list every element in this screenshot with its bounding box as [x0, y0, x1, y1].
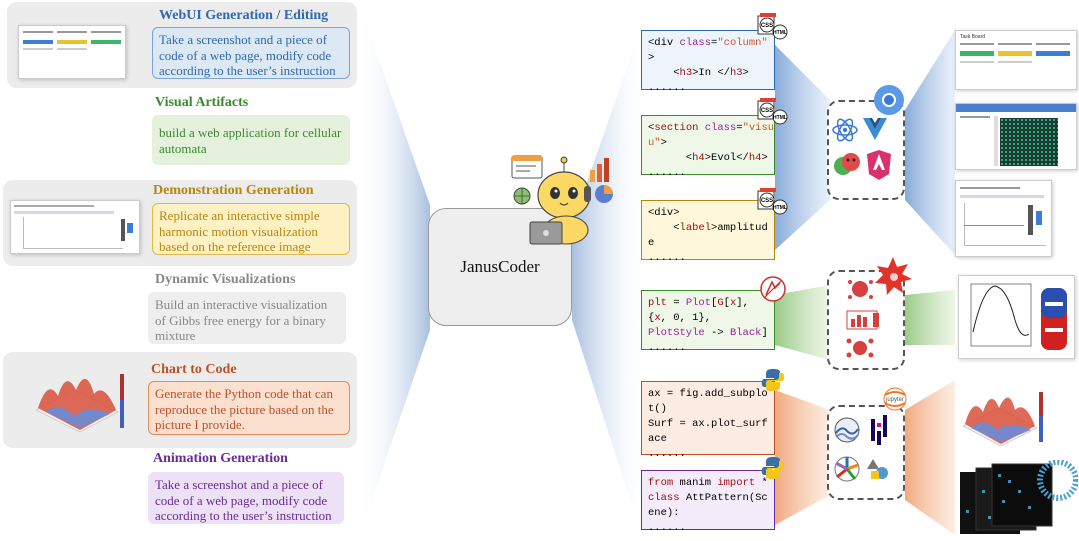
molecule-icon	[846, 338, 874, 358]
januscoder-label: JanusCoder	[460, 257, 540, 276]
react-icon	[832, 118, 858, 142]
wolfram-icon	[760, 276, 786, 302]
code-snippet-html-1: <div class="column" > <h3>In </h3> .....…	[641, 30, 775, 94]
shapes-icon	[867, 459, 888, 479]
html-css-icon: CSS HTML	[757, 13, 788, 40]
output-surface-plot-thumbnail	[957, 380, 1045, 452]
task-desc-visual-artifacts: build a web application for cellular aut…	[152, 115, 350, 165]
html-badge-text: HTML	[773, 205, 787, 211]
html-css-icon: CSS HTML	[757, 188, 788, 215]
task-title-demonstration: Demonstration Generation	[153, 183, 314, 198]
wolfram-star-icon	[875, 257, 912, 295]
task-title-webui: WebUI Generation / Editing	[159, 8, 329, 23]
html-badge-text: HTML	[773, 115, 787, 121]
code-snippet-python-2: from manim import * class AttPattern(Sc …	[641, 470, 775, 534]
chrome-icon	[874, 85, 904, 115]
output-harmonic-motion-thumbnail	[955, 180, 1052, 257]
code-snippet-html-2: <section class="visu u"> <h4>Evol</h4> .…	[641, 115, 775, 179]
jupyter-label: jupyter	[885, 397, 904, 403]
wolfram-icons	[846, 257, 912, 358]
pandas-icon	[871, 415, 887, 445]
demo-thumbnail	[10, 200, 140, 254]
task-desc-dynamic: Build an interactive visualization of Gi…	[148, 292, 346, 344]
web-frameworks-icons	[832, 85, 904, 180]
jupyter-icon: jupyter	[883, 387, 907, 411]
task-desc-webui: Take a screenshot and a piece of code of…	[152, 27, 350, 79]
seaborn-icon	[834, 417, 860, 443]
css-badge-text: CSS	[761, 198, 773, 204]
code-snippet-wolfram: plt = Plot[G[x], {x, 0, 1}, PlotStyle ->…	[641, 290, 775, 354]
surface-plot-thumbnail	[30, 360, 128, 440]
robot-mascot-icon	[511, 155, 613, 245]
output-webui-head: Task Board	[960, 34, 986, 40]
python-libs-icons: jupyter	[834, 387, 907, 482]
output-animation-frames-thumbnail	[960, 460, 1078, 534]
html-css-icon: CSS HTML	[757, 98, 788, 125]
output-webui-thumbnail: Task Board	[955, 30, 1077, 90]
network-graph-icon	[848, 280, 873, 299]
angular-icon	[867, 150, 891, 180]
task-title-dynamic: Dynamic Visualizations	[155, 272, 296, 287]
css-badge-text: CSS	[761, 108, 773, 114]
code-snippet-python-1: ax = fig.add_subplo t() Surf = ax.plot_s…	[641, 381, 775, 460]
presentation-chart-icon	[846, 310, 879, 330]
output-cellular-automata-thumbnail	[955, 103, 1077, 170]
theater-masks-icon	[834, 153, 860, 175]
python-icon	[761, 369, 785, 391]
task-desc-chart-to-code: Generate the Python code that can reprod…	[148, 381, 350, 435]
task-title-visual-artifacts: Visual Artifacts	[155, 95, 249, 110]
webui-thumbnail	[18, 25, 126, 79]
web-frameworks-cluster	[827, 100, 905, 200]
python-icon	[761, 457, 785, 479]
code-snippet-html-3: <div> <label>amplitud e ......	[641, 200, 775, 264]
matplotlib-icon	[834, 456, 860, 482]
output-gibbs-plot-thumbnail	[958, 275, 1075, 359]
html-badge-text: HTML	[773, 30, 787, 36]
task-title-animation: Animation Generation	[153, 451, 288, 466]
task-title-chart-to-code: Chart to Code	[151, 362, 237, 377]
css-badge-text: CSS	[761, 23, 773, 29]
task-desc-animation: Take a screenshot and a piece of code of…	[148, 472, 344, 524]
vue-icon	[863, 118, 887, 140]
task-desc-demonstration: Replicate an interactive simple harmonic…	[152, 203, 350, 255]
